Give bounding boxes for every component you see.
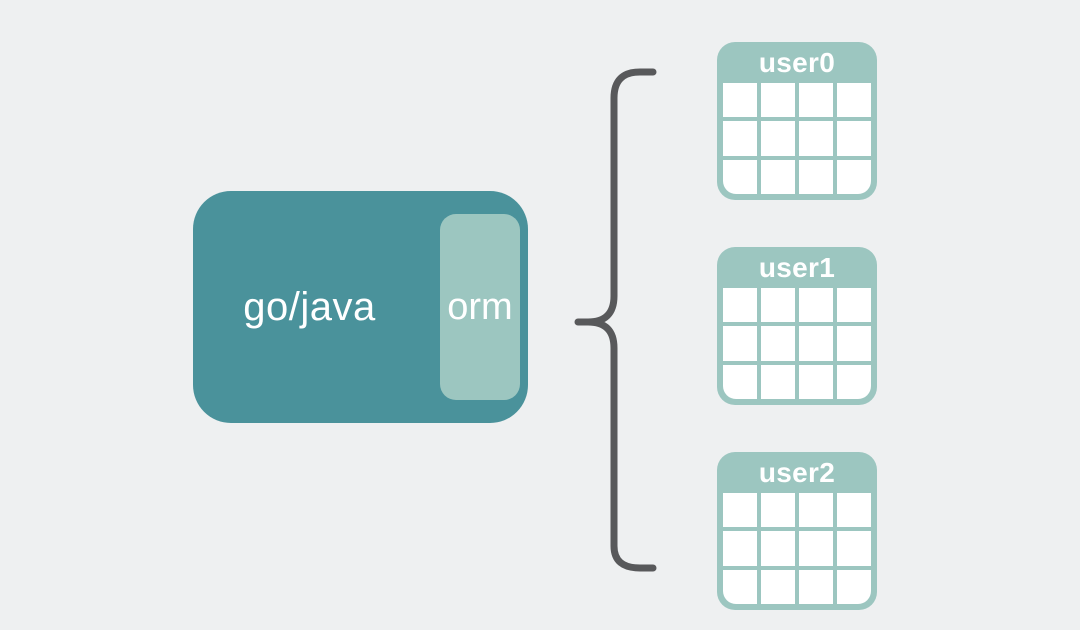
table-cell — [761, 364, 795, 399]
table-cell — [761, 83, 795, 118]
table-cell — [723, 83, 757, 118]
db-table: user1 — [717, 247, 877, 405]
table-cell-grid — [723, 493, 871, 604]
table-cell — [723, 493, 757, 528]
table-cell — [837, 531, 871, 566]
db-table: user0 — [717, 42, 877, 200]
table-cell — [799, 569, 833, 604]
table-cell — [761, 159, 795, 194]
table-cell — [837, 83, 871, 118]
orm-block-label: orm — [447, 285, 513, 328]
table-title: user2 — [758, 456, 836, 488]
table-cell — [837, 569, 871, 604]
table-cell — [799, 493, 833, 528]
table-cell — [723, 569, 757, 604]
table-title: user0 — [758, 46, 836, 78]
table-cell — [837, 364, 871, 399]
table-cell — [837, 121, 871, 156]
table-cell — [723, 159, 757, 194]
table-cell-grid — [723, 288, 871, 399]
table-cell — [723, 326, 757, 361]
table-cell — [799, 121, 833, 156]
table-cell — [799, 531, 833, 566]
orm-block: orm — [440, 214, 520, 400]
table-title: user1 — [758, 251, 836, 283]
table-cell — [761, 569, 795, 604]
source-block: go/java orm — [193, 191, 528, 423]
table-cell — [837, 326, 871, 361]
table-cell — [761, 493, 795, 528]
db-table: user2 — [717, 452, 877, 610]
table-cell — [723, 288, 757, 323]
table-cell — [723, 364, 757, 399]
table-cell — [761, 121, 795, 156]
source-block-label: go/java — [243, 284, 376, 329]
table-cell — [799, 326, 833, 361]
table-cell — [723, 531, 757, 566]
table-cell — [761, 531, 795, 566]
table-cell-grid — [723, 83, 871, 194]
table-cell — [799, 83, 833, 118]
table-cell — [723, 121, 757, 156]
table-cell — [761, 288, 795, 323]
table-cell — [799, 159, 833, 194]
table-cell — [761, 326, 795, 361]
table-cell — [837, 288, 871, 323]
table-cell — [837, 493, 871, 528]
table-cell — [799, 288, 833, 323]
table-cell — [799, 364, 833, 399]
table-cell — [837, 159, 871, 194]
